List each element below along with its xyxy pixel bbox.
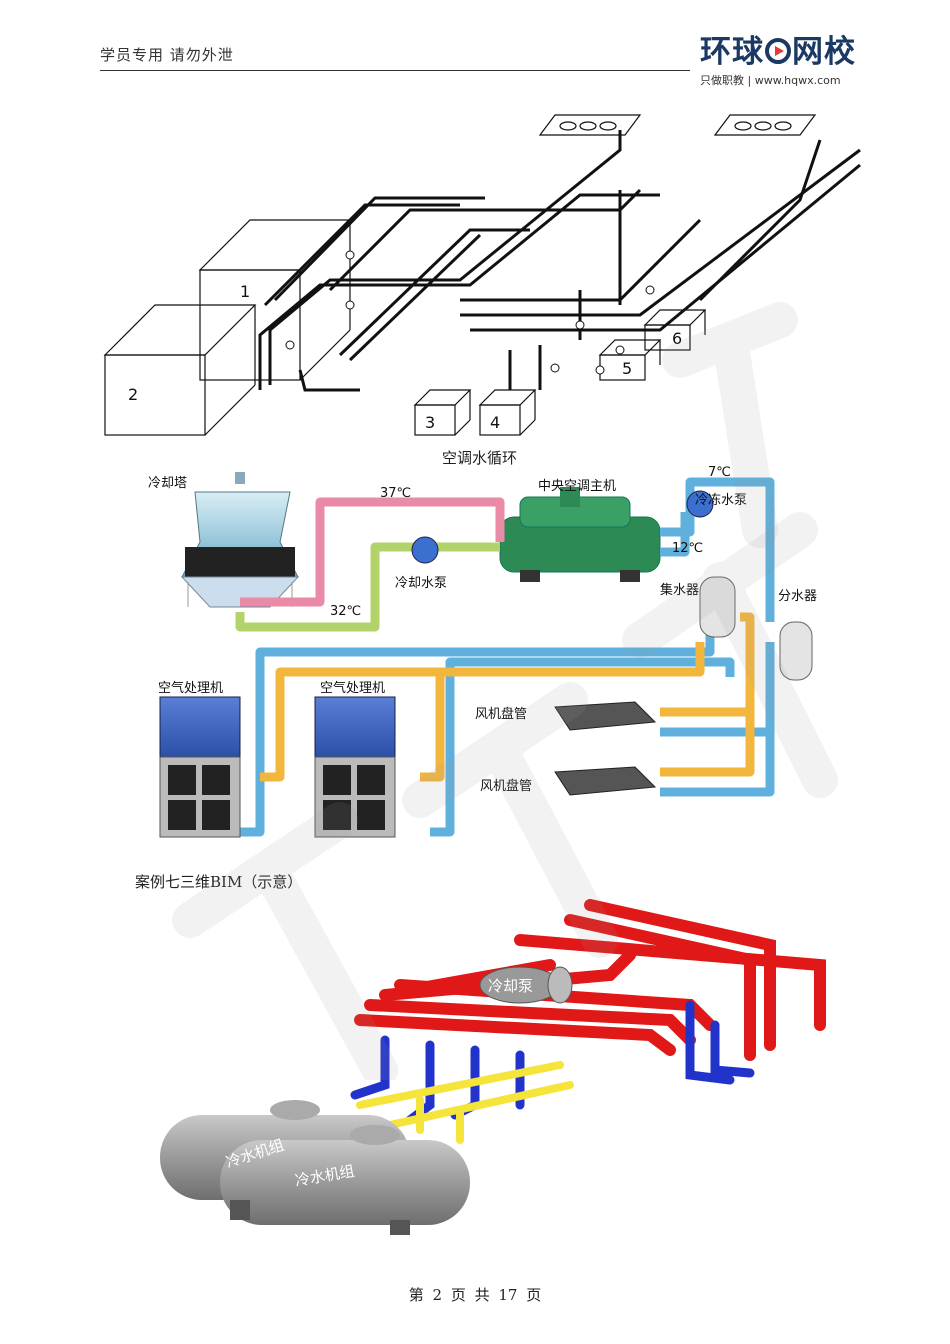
- fan-coil-units: [554, 701, 657, 796]
- page-number: 第 2 页 共 17 页: [408, 1286, 542, 1304]
- label-distributor: 分水器: [778, 589, 817, 604]
- header-rule: [100, 70, 690, 71]
- label-chilled-pump: 冷冻水泵: [695, 492, 747, 508]
- box-label-4: 4: [490, 413, 500, 432]
- label-ahu-1: 空气处理机: [158, 680, 223, 696]
- box-label-1: 1: [240, 282, 250, 301]
- isometric-piping-diagram: 1 2 3 4 5 6: [103, 114, 861, 436]
- label-ahu-2: 空气处理机: [320, 680, 385, 696]
- label-fcu-1: 风机盘管: [475, 706, 527, 722]
- label-fcu-2: 风机盘管: [480, 778, 532, 794]
- label-temp-12: 12℃: [672, 541, 703, 556]
- hvac-water-loop-schematic: 冷却塔 中央空调主机 冷却水泵 冷冻水泵 集水器 分水器 空气处理机 空气处理机…: [148, 465, 817, 838]
- label-collector: 集水器: [660, 582, 699, 598]
- box-label-6: 6: [672, 329, 682, 348]
- label-temp-32: 32℃: [330, 604, 361, 619]
- play-icon: [765, 38, 791, 64]
- box-label-3: 3: [425, 413, 435, 432]
- bim-3d-render: 冷却泵 冷水机组 冷水机组: [160, 899, 826, 1235]
- brand-logo: 环球网校 只做职教 | www.hqwx.com: [700, 34, 880, 96]
- logo-tagline: 只做职教 | www.hqwx.com: [700, 74, 841, 87]
- air-handler-units: [159, 696, 396, 838]
- label-temp-7: 7℃: [708, 465, 731, 480]
- figure3-caption: 案例七三维BIM（示意）: [135, 873, 303, 891]
- logo-text-part1: 环球: [700, 34, 764, 70]
- figure1-caption: 空调水循环: [442, 449, 518, 467]
- chiller-tanks: [160, 1100, 470, 1235]
- label-cooling-tower: 冷却塔: [148, 476, 187, 491]
- header-confidential-note: 学员专用 请勿外泄: [100, 46, 234, 64]
- cooling-pump: [479, 966, 573, 1004]
- label-bim-pump: 冷却泵: [488, 977, 533, 995]
- label-chiller: 中央空调主机: [538, 479, 616, 494]
- box-label-5: 5: [622, 359, 632, 378]
- label-temp-37: 37℃: [380, 486, 411, 501]
- central-chiller: [499, 487, 661, 582]
- box-label-2: 2: [128, 385, 138, 404]
- cooling-tower: [180, 472, 300, 608]
- logo-text-part2: 网校: [792, 34, 856, 70]
- label-cooling-pump: 冷却水泵: [395, 576, 447, 591]
